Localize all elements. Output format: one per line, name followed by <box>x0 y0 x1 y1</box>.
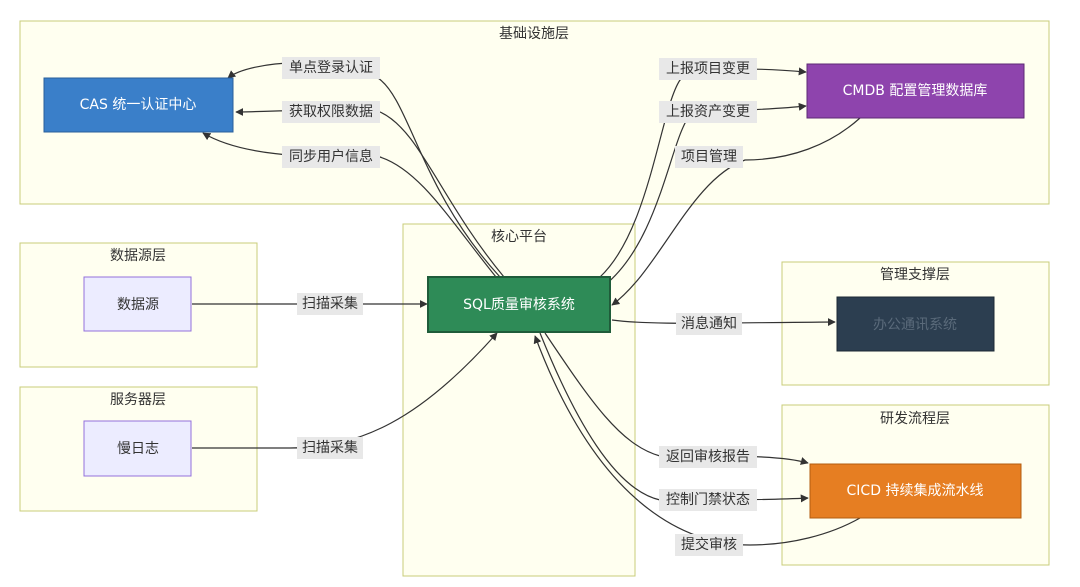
svg-text:项目管理: 项目管理 <box>681 149 737 165</box>
edge-label-sync: 同步用户信息 <box>282 146 380 168</box>
node-cas[interactable]: CAS 统一认证中心 <box>43 77 234 133</box>
group-core-title: 核心平台 <box>491 229 547 245</box>
group-server-title: 服务器层 <box>110 392 166 408</box>
group-devflow-title: 研发流程层 <box>880 411 950 427</box>
edge-label-report: 返回审核报告 <box>659 446 757 468</box>
edge-label-gate: 控制门禁状态 <box>659 489 757 511</box>
edge-labels: 单点登录认证 获取权限数据 同步用户信息 上报项目变更 上报资产变更 项目管理 … <box>282 57 757 556</box>
node-datasrc[interactable]: 数据源 <box>83 276 192 332</box>
svg-text:扫描采集: 扫描采集 <box>302 439 358 456</box>
node-cmdb-label: CMDB 配置管理数据库 <box>843 83 988 99</box>
node-slowlog-label: 慢日志 <box>117 440 159 457</box>
edge-label-asset-change: 上报资产变更 <box>659 101 757 123</box>
edge-label-proj-mgmt: 项目管理 <box>675 146 743 168</box>
svg-text:扫描采集: 扫描采集 <box>302 295 358 312</box>
node-cas-label: CAS 统一认证中心 <box>80 97 197 113</box>
node-cicd-label: CICD 持续集成流水线 <box>847 482 984 499</box>
edge-label-notify: 消息通知 <box>676 313 742 335</box>
edge-label-sso: 单点登录认证 <box>282 57 380 79</box>
group-infra-title: 基础设施层 <box>499 25 569 42</box>
svg-text:提交审核: 提交审核 <box>681 536 737 553</box>
node-cicd[interactable]: CICD 持续集成流水线 <box>809 463 1022 519</box>
svg-text:获取权限数据: 获取权限数据 <box>289 104 373 120</box>
edge-label-proj-change: 上报项目变更 <box>659 58 757 80</box>
svg-text:上报项目变更: 上报项目变更 <box>666 61 750 77</box>
node-sql[interactable]: SQL质量审核系统 <box>427 276 611 333</box>
edge-label-scan2: 扫描采集 <box>297 437 363 459</box>
node-sql-label: SQL质量审核系统 <box>463 297 575 313</box>
svg-text:单点登录认证: 单点登录认证 <box>289 60 373 76</box>
node-datasrc-label: 数据源 <box>117 297 159 313</box>
node-slowlog[interactable]: 慢日志 <box>83 420 192 477</box>
edge-label-scan1: 扫描采集 <box>297 293 363 315</box>
edge-label-perm: 获取权限数据 <box>282 101 380 123</box>
node-im-label: 办公通讯系统 <box>873 317 957 333</box>
group-mgmt-title: 管理支撑层 <box>880 267 950 283</box>
svg-text:返回审核报告: 返回审核报告 <box>666 449 750 465</box>
node-im[interactable]: 办公通讯系统 <box>836 296 995 352</box>
svg-text:上报资产变更: 上报资产变更 <box>666 104 750 120</box>
svg-text:同步用户信息: 同步用户信息 <box>289 148 373 165</box>
node-cmdb[interactable]: CMDB 配置管理数据库 <box>806 63 1025 119</box>
svg-text:消息通知: 消息通知 <box>681 315 737 332</box>
edge-perm <box>235 107 505 278</box>
svg-text:控制门禁状态: 控制门禁状态 <box>666 492 750 508</box>
group-datasource-title: 数据源层 <box>110 248 166 264</box>
edge-sso <box>227 61 501 278</box>
edge-label-submit: 提交审核 <box>675 534 743 556</box>
